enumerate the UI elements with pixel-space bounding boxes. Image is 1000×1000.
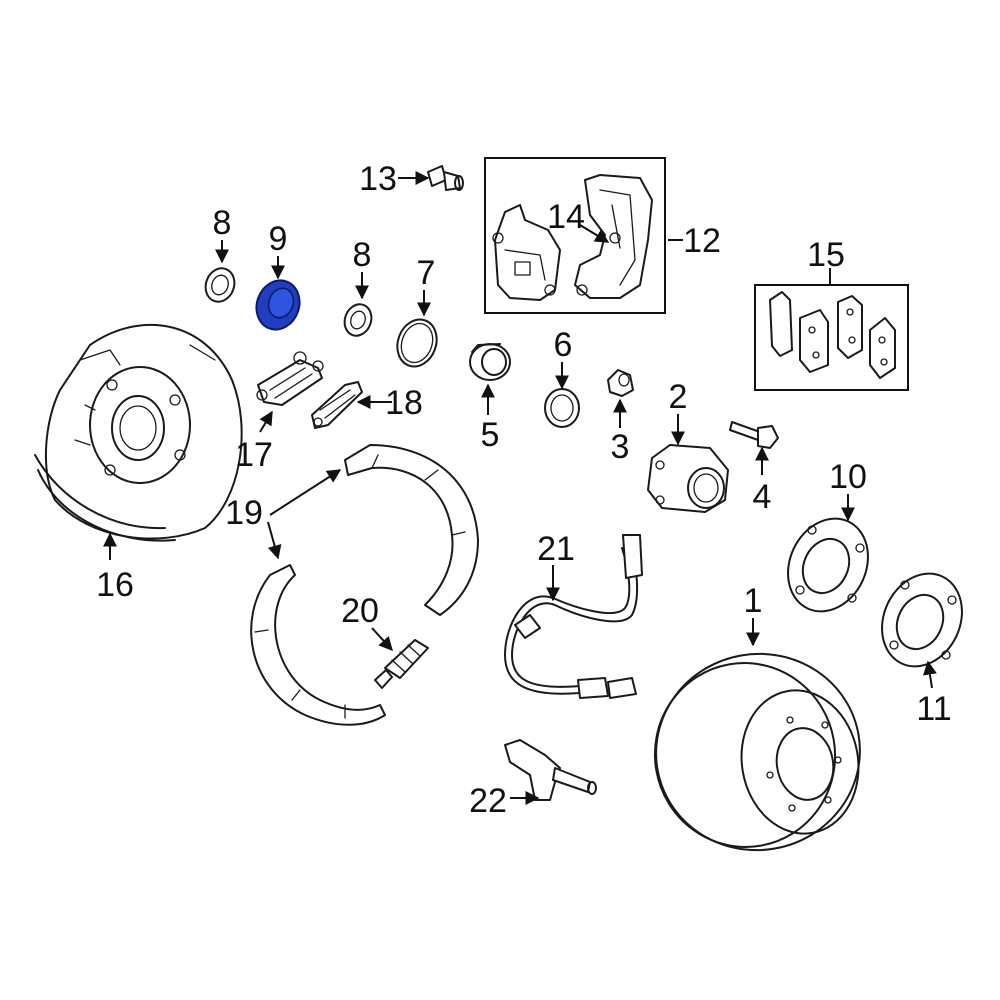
brake-pads-box [754,284,909,391]
callout-14: 14 [547,198,585,236]
brake-hose-part[interactable] [504,534,643,699]
callout-11: 11 [916,690,951,728]
callout-2: 2 [669,378,688,416]
callout-16: 16 [96,566,134,604]
washer-part-left[interactable] [201,264,239,306]
callout-20: 20 [341,592,379,630]
callout-4: 4 [753,478,772,516]
callout-8-right: 8 [353,236,372,274]
washer-part-right[interactable] [340,301,375,340]
caliper-part[interactable] [492,204,561,301]
parking-brake-lever-part[interactable] [256,351,324,406]
callout-9: 9 [269,220,288,258]
brake-pads-part[interactable] [769,291,896,379]
dust-cover-part[interactable] [773,505,882,624]
callout-8-left: 8 [213,204,232,242]
brake-adjuster-part[interactable] [311,381,363,429]
callout-18: 18 [385,384,423,422]
callout-22: 22 [469,782,507,820]
callout-15: 15 [807,236,845,274]
callout-3: 3 [611,428,630,466]
callout-5: 5 [481,416,500,454]
brake-rotor-part[interactable] [640,638,875,866]
callout-19: 19 [225,494,263,532]
o-ring-part[interactable] [391,314,443,372]
leader-arrows [103,171,937,805]
callout-21: 21 [537,530,575,568]
hub-flange-part[interactable] [647,444,729,513]
spring-pin-part[interactable] [374,639,429,689]
callout-12: 12 [683,222,721,260]
callout-6: 6 [554,326,573,364]
callout-labels: 8 9 8 7 13 14 12 15 6 5 3 2 4 10 11 1 16… [96,160,952,820]
highlighted-seal-part[interactable] [250,274,307,335]
seal-ring-part[interactable] [544,388,580,428]
gasket-part[interactable] [867,560,976,679]
callout-1: 1 [744,582,763,620]
bleeder-bolt-part[interactable] [427,165,464,191]
caliper-assembly-box [484,157,666,314]
callout-7: 7 [417,254,436,292]
backing-plate-part[interactable] [34,323,243,542]
callout-17: 17 [235,436,273,474]
bushing-part[interactable] [607,369,634,397]
brake-shoes-part[interactable] [250,444,479,726]
caliper-bracket-part[interactable] [574,174,653,299]
callout-10: 10 [829,458,867,496]
abs-sensor-part[interactable] [504,739,597,801]
boot-sleeve-part[interactable] [469,343,511,381]
hub-bolt-part[interactable] [729,421,779,449]
callout-13: 13 [359,160,397,198]
